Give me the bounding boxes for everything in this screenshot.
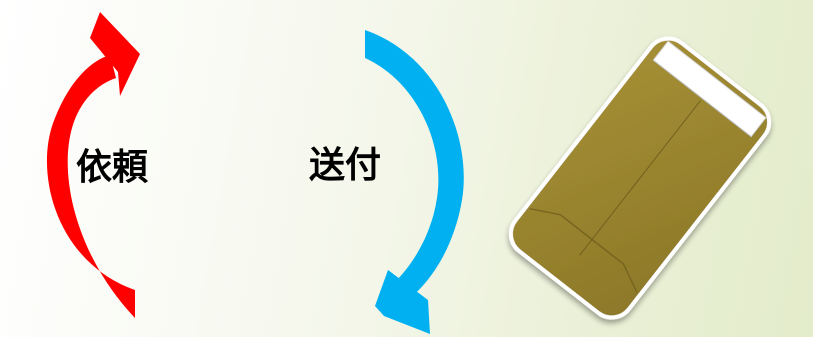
send-arrow [365, 30, 464, 334]
request-arrow [46, 12, 140, 318]
send-label: 送付 [309, 145, 382, 186]
envelope-seam [579, 100, 701, 256]
envelope-icon [508, 36, 772, 320]
request-arrow-head [90, 12, 140, 96]
request-arrow-body [46, 55, 135, 318]
send-arrow-body [365, 30, 464, 298]
request-label: 依頼 [76, 147, 149, 188]
envelope-bottom-flap [529, 208, 638, 293]
send-arrow-head [375, 270, 430, 334]
